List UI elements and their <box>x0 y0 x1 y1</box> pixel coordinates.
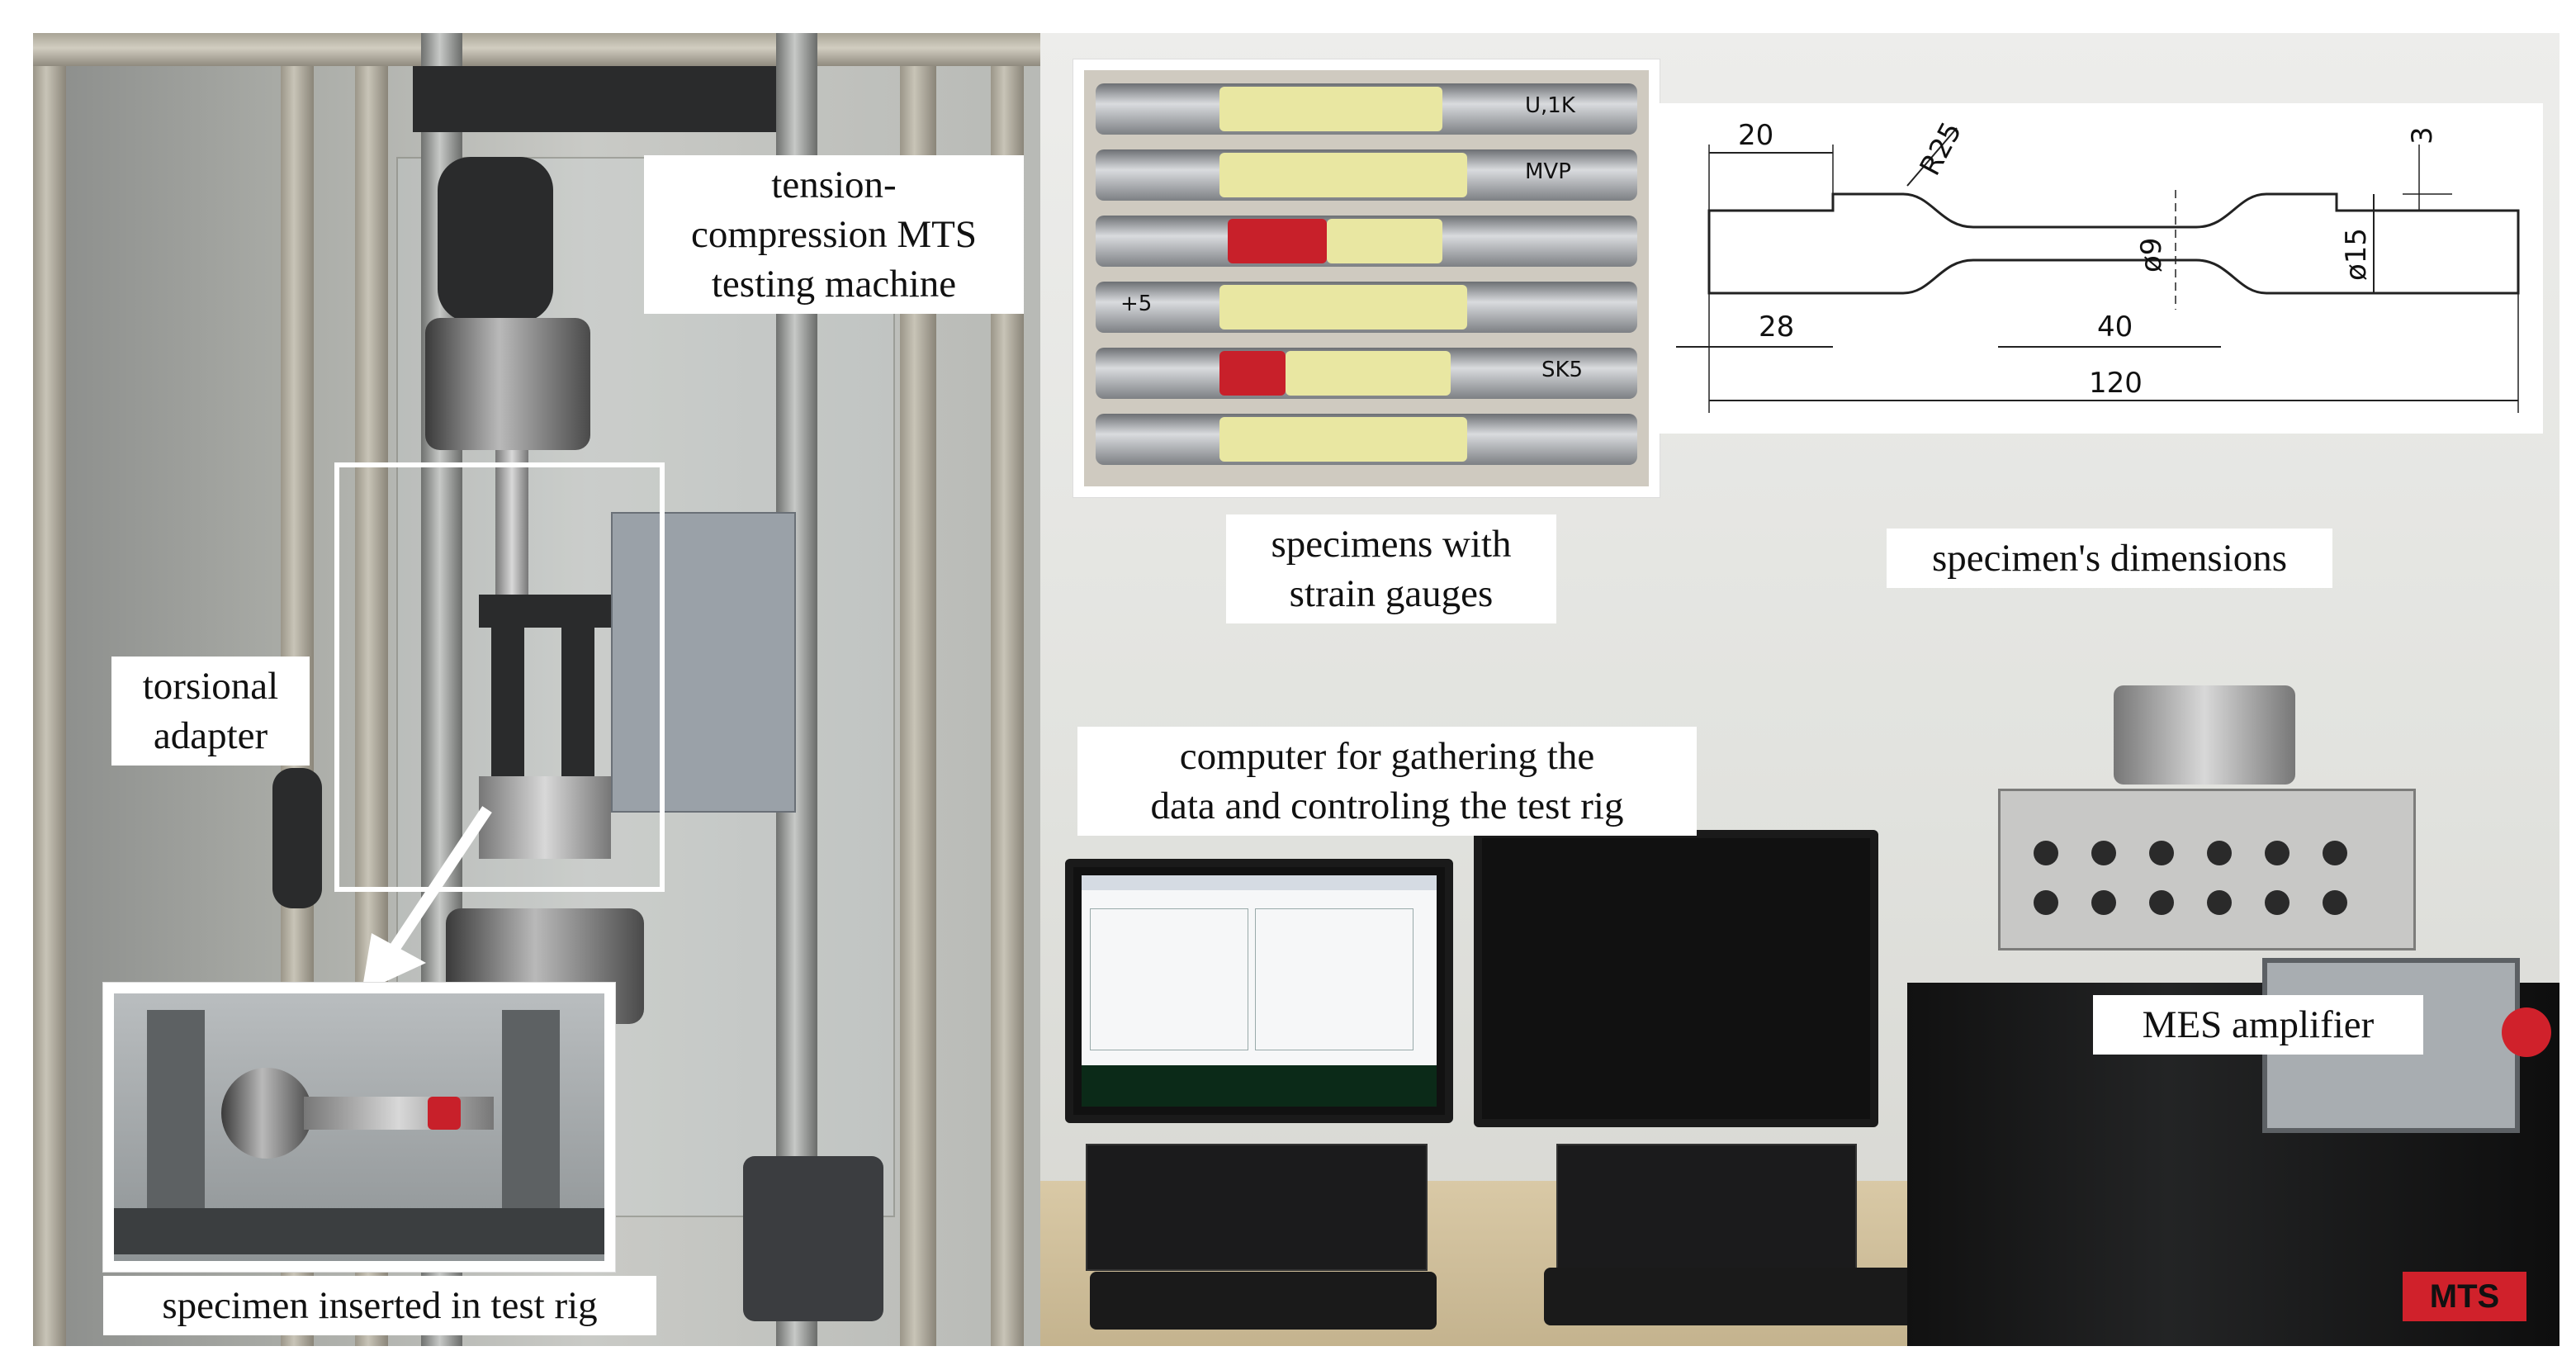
gauge-tape <box>1219 87 1442 131</box>
dim-label: 120 <box>2089 367 2143 400</box>
door-handle <box>272 768 322 908</box>
sensor-module <box>2114 685 2295 785</box>
specimen-mark: SK5 <box>1541 358 1584 382</box>
desktop-tower-left <box>1086 1144 1428 1271</box>
amplifier-connector <box>2149 841 2174 865</box>
drawing-svg: 20 R25 3 ø9 ø15 28 40 120 <box>1676 116 2520 413</box>
label-text: torsional adapter <box>142 665 279 758</box>
desktop-tower-right <box>1556 1144 1857 1271</box>
specimen-drawing: 20 R25 3 ø9 ø15 28 40 120 <box>1660 103 2543 434</box>
amplifier-connector <box>2323 841 2347 865</box>
inset-specimen-in-rig <box>103 983 615 1272</box>
specimen-row: +5 <box>1096 282 1637 333</box>
dim-label: ø9 <box>2135 238 2168 273</box>
label-tension-compression: tension- compression MTS testing machine <box>644 155 1024 315</box>
label-mes-amplifier: MES amplifier <box>2093 995 2423 1055</box>
software-toolbar <box>1082 875 1437 890</box>
gauge-tape-red <box>1219 351 1286 396</box>
specimen-mark: +5 <box>1120 292 1153 316</box>
actuator-housing <box>438 157 553 322</box>
inset-specimens-with-gauges: U,1K MVP +5 SK5 <box>1073 59 1660 497</box>
strain-gauge-marker <box>428 1097 461 1130</box>
specimen-mark: U,1K <box>1525 93 1575 118</box>
gauge-tape <box>1286 351 1451 396</box>
inset-photo <box>114 993 604 1261</box>
monitor-right <box>1474 830 1878 1127</box>
amplifier-connector <box>2091 890 2116 915</box>
mes-amplifier-unit <box>1998 789 2416 950</box>
gauge-tape <box>1219 153 1467 197</box>
specimen-row <box>1096 216 1637 267</box>
label-text: specimen inserted in test rig <box>162 1284 598 1327</box>
load-cell <box>425 318 590 450</box>
adapter-highlight-box <box>334 462 665 892</box>
lower-grip <box>479 776 611 859</box>
specimens-photo: U,1K MVP +5 SK5 <box>1084 70 1649 486</box>
label-torsional-adapter: torsional adapter <box>111 657 310 766</box>
specimen-row: U,1K <box>1096 83 1637 135</box>
monitor-left <box>1065 859 1453 1123</box>
gauge-tape <box>1327 219 1442 263</box>
specimen-outline <box>1707 192 2520 295</box>
label-text: specimen's dimensions <box>1931 537 2288 580</box>
label-text: specimens with strain gauges <box>1271 523 1512 616</box>
amplifier-connector <box>2323 890 2347 915</box>
amplifier-connector <box>2091 841 2116 865</box>
label-specimen-dimensions: specimen's dimensions <box>1887 529 2332 589</box>
specimen-row <box>1096 414 1637 465</box>
gauge-tape <box>1219 417 1467 462</box>
dim-label: 3 <box>2406 126 2439 145</box>
rig-bearing <box>221 1068 312 1159</box>
dim-label: 20 <box>1738 119 1773 152</box>
label-specimens-with-gauges: specimens with strain gauges <box>1226 514 1556 624</box>
label-text: MES amplifier <box>2142 1003 2375 1046</box>
pointer-arrow <box>362 806 492 993</box>
label-text: tension- compression MTS testing machine <box>691 164 977 306</box>
rig-base <box>114 1208 604 1254</box>
specimen-row: MVP <box>1096 149 1637 201</box>
specimen-row: SK5 <box>1096 348 1637 399</box>
emergency-stop-button <box>2502 1007 2551 1057</box>
dim-label: ø15 <box>2340 228 2373 281</box>
label-specimen-inserted: specimen inserted in test rig <box>103 1276 656 1336</box>
inserted-specimen <box>304 1097 494 1130</box>
mts-logo: MTS <box>2403 1272 2526 1321</box>
radius-leader <box>1906 127 1958 187</box>
amplifier-connector <box>2207 841 2232 865</box>
amplifier-connector <box>2265 841 2290 865</box>
software-plot <box>1255 908 1413 1050</box>
specimen-mark: MVP <box>1525 159 1571 184</box>
label-text: computer for gathering the data and cont… <box>1150 735 1624 828</box>
frame-post-left <box>33 33 66 1346</box>
gauge-tape-red <box>1228 219 1327 263</box>
handset-controller <box>743 1156 883 1321</box>
monitor-screen-software <box>1082 875 1437 1107</box>
amplifier-connector <box>2207 890 2232 915</box>
adapter-plate <box>479 595 611 628</box>
amplifier-connector <box>2265 890 2290 915</box>
upper-grip <box>495 450 528 599</box>
dim-label: R25 <box>1914 116 1969 181</box>
crosshead <box>413 66 776 132</box>
label-computer: computer for gathering the data and cont… <box>1077 727 1697 837</box>
software-plot <box>1090 908 1248 1050</box>
gauge-tape <box>1219 285 1467 329</box>
controller-panel <box>611 512 796 813</box>
keyboard-left <box>1090 1272 1437 1330</box>
amplifier-connector <box>2149 890 2174 915</box>
amplifier-connector <box>2034 890 2058 915</box>
software-readout-bar <box>1082 1065 1437 1107</box>
amplifier-connector <box>2034 841 2058 865</box>
keyboard-right <box>1544 1268 1932 1325</box>
photo-collage: U,1K MVP +5 SK5 <box>33 33 2559 1346</box>
dim-label: 40 <box>2097 311 2133 344</box>
dim-label: 28 <box>1759 311 1794 344</box>
frame-top-beam <box>33 33 1040 66</box>
